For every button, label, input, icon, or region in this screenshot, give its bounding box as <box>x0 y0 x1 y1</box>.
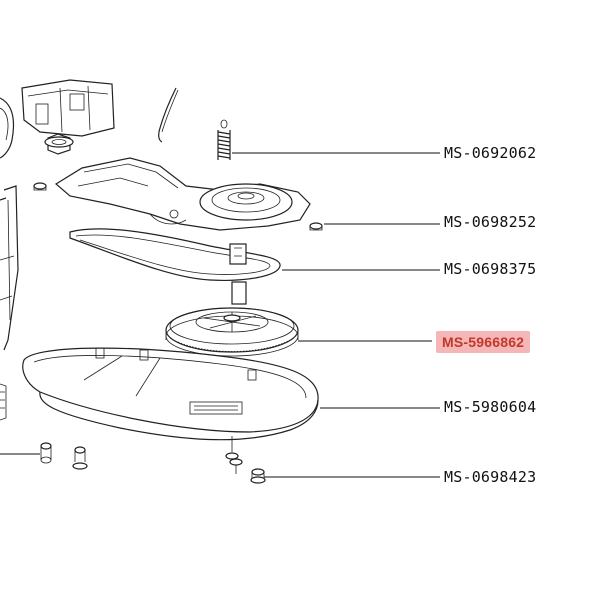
screw-illustration <box>33 182 323 231</box>
part-label-belt[interactable]: MS-0698375 <box>444 260 537 278</box>
belt-illustration <box>69 228 281 281</box>
leader-lines <box>0 152 440 478</box>
wire-illustration <box>158 87 177 143</box>
spring-illustration <box>217 119 231 160</box>
part-label-screw[interactable]: MS-0698252 <box>444 213 537 231</box>
foot-illustration <box>40 442 266 484</box>
base-housing-illustration <box>22 347 319 474</box>
part-label-pulley-gear[interactable]: MS-5966862 <box>436 331 531 353</box>
part-label-foot[interactable]: MS-0698423 <box>444 468 537 486</box>
motor-assembly-illustration <box>0 79 115 159</box>
part-label-spring[interactable]: MS-0692062 <box>444 144 537 162</box>
part-label-base-housing[interactable]: MS-5980604 <box>444 398 537 416</box>
side-frame-illustration <box>0 185 19 421</box>
pulley-gear-illustration <box>165 243 299 357</box>
top-plate-illustration <box>54 157 311 231</box>
